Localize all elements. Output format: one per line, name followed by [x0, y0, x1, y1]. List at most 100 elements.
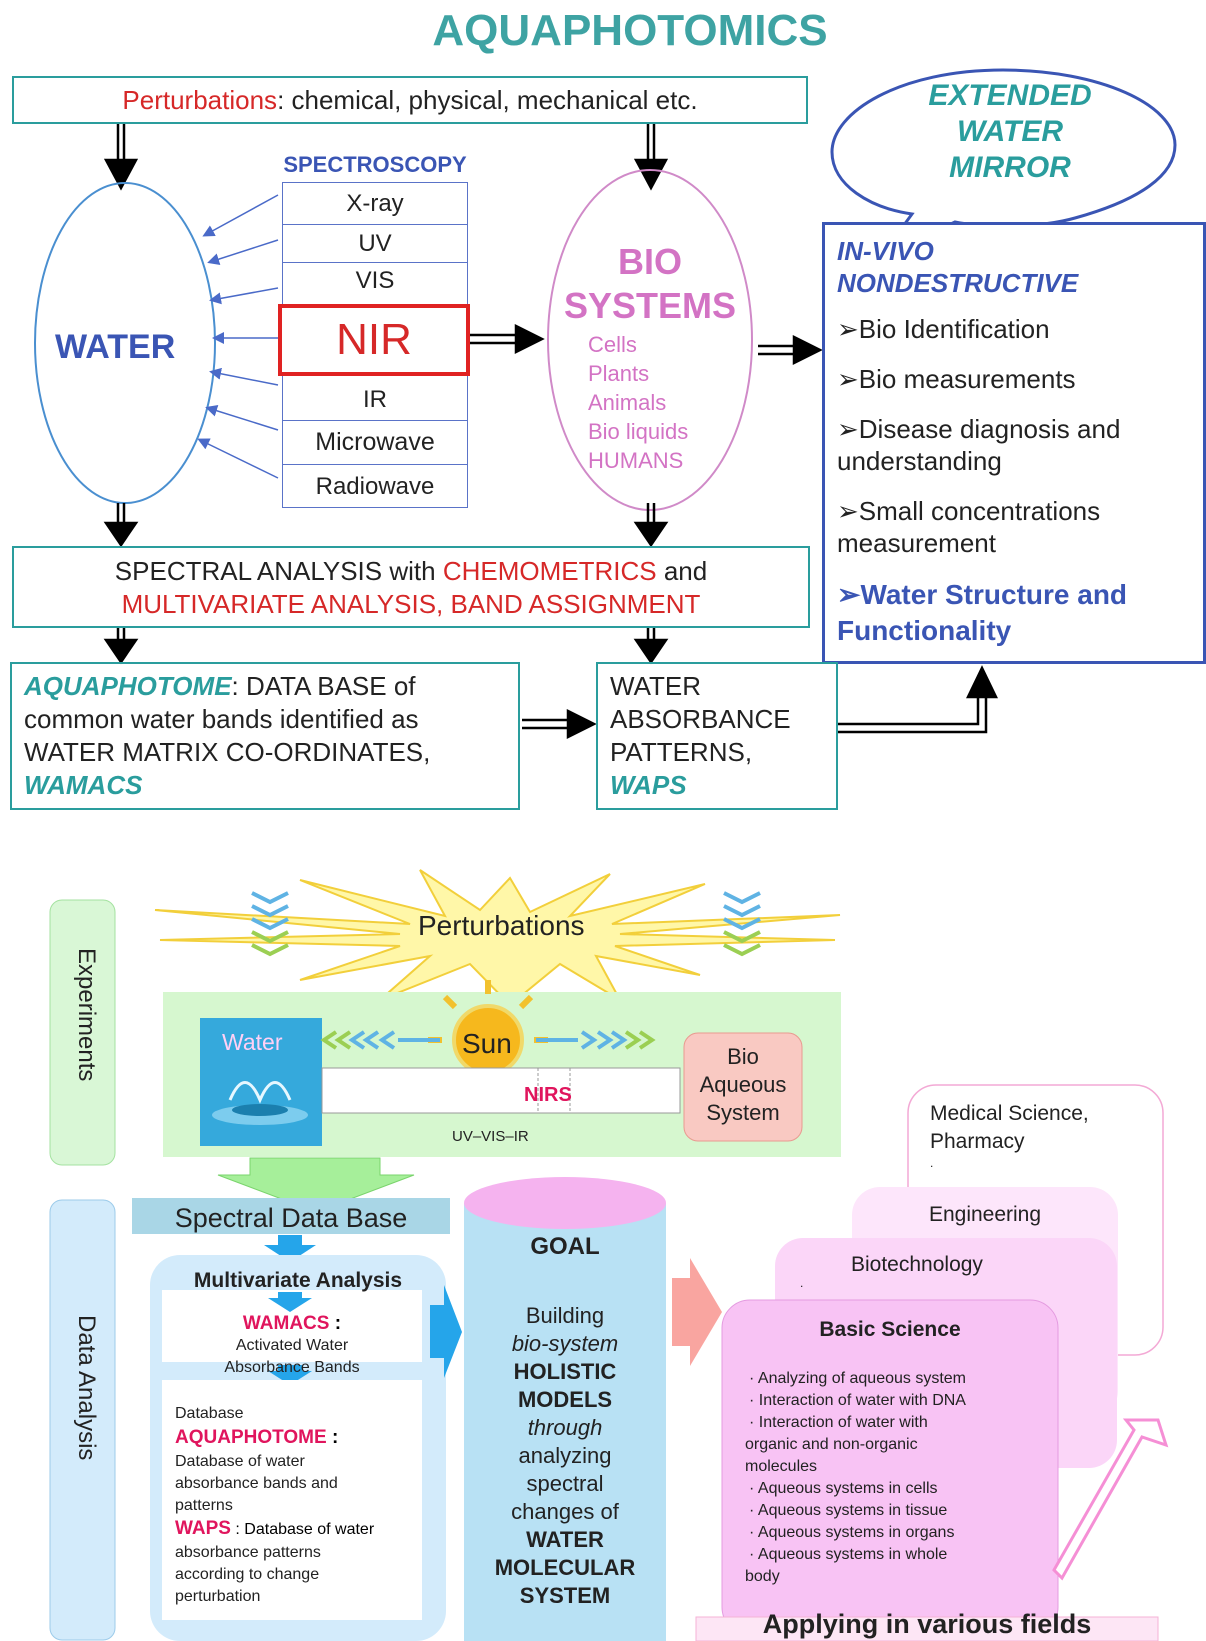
aquaphotome-heading: AQUAPHOTOME :: [175, 1425, 420, 1451]
experiments-down-arrow: [217, 1157, 415, 1213]
basic-item: · Aqueous systems in organs: [749, 1524, 955, 1541]
waps-lower-name: WAPS: [175, 1518, 231, 1539]
wamacs-desc-1: Activated Water: [235, 1337, 349, 1354]
experiments-tab: [49, 899, 116, 1166]
upper-connectors: [34, 68, 1177, 740]
goal-line: through: [527, 1415, 603, 1440]
basic-item: molecules: [745, 1458, 818, 1475]
arrow-nir-to-bio: [468, 323, 545, 355]
lower-graphics: [49, 869, 1169, 1641]
bio-items: Cells Plants Animals Bio liquids HUMANS: [588, 330, 688, 475]
spectral-db-bar: [132, 1198, 450, 1234]
basic-item: · Interaction of water with DNA: [749, 1392, 966, 1409]
waps-heading: WAPS : Database of water: [175, 1517, 420, 1542]
arrow-water-down: [103, 503, 139, 548]
spectroscopy-table: X-ray UV VIS IR Microwave Radiowave: [282, 182, 468, 508]
spectral-db-label: Spectral Data Base: [174, 1203, 408, 1233]
spectro-xray: X-ray: [283, 183, 467, 225]
spectroscopy-title: SPECTROSCOPY: [283, 152, 467, 177]
applying-label: Applying in various fields: [762, 1609, 1092, 1639]
medical-line: .: [930, 1156, 934, 1170]
bio-item: Cells: [588, 332, 637, 357]
arrow-bio-to-invivo: [758, 334, 823, 366]
spectral-analysis-line-2: MULTIVARIATE ANALYSIS, BAND ASSIGNMENT: [121, 589, 701, 619]
wamacs-colon: :: [329, 1313, 342, 1334]
arrow-down-right: [633, 124, 669, 191]
basic-item: body: [745, 1568, 780, 1585]
invivo-item-emph-2: Functionality: [837, 615, 1012, 646]
database-block: Database AQUAPHOTOME : Database of water…: [175, 1403, 420, 1608]
basic-item: · Aqueous systems in tissue: [749, 1502, 948, 1519]
waps-line-3: PATTERNS,: [610, 737, 753, 767]
wamacs-heading: WAMACS :: [162, 1313, 422, 1335]
bio-ellipse: [547, 169, 753, 511]
goal-line: MODELS: [517, 1387, 613, 1412]
goal-label: GOAL: [530, 1233, 600, 1260]
aquaphotome-rest: : DATA BASE of: [231, 671, 416, 701]
waps-name: WAPS: [610, 770, 687, 800]
invivo-heading-1: IN-VIVO: [837, 236, 934, 266]
spectral-analysis-line-1: SPECTRAL ANALYSIS with CHEMOMETRICS and: [14, 555, 808, 588]
bio-item: Animals: [588, 390, 667, 415]
wamacs-block: WAMACS : Activated Water Absorbance Band…: [162, 1313, 422, 1379]
sa-and: and: [656, 556, 708, 586]
sa-text: SPECTRAL ANALYSIS with: [114, 556, 443, 586]
arrow-sa-right-down: [633, 628, 669, 665]
waps-line-2: ABSORBANCE: [610, 704, 791, 734]
invivo-item: ➢Bio measurements: [837, 364, 1076, 394]
aquaphotome-wamacs: WAMACS: [24, 770, 143, 800]
database-label: Database: [175, 1405, 244, 1422]
goal-line: SYSTEM: [519, 1583, 611, 1608]
basic-item: · Aqueous systems in cells: [749, 1480, 938, 1497]
experiments-label: Experiments: [73, 948, 100, 1082]
bio-aqueous-box: [683, 1032, 803, 1142]
mva-title: Multivariate Analysis: [193, 1269, 403, 1292]
db-down-arrow: [264, 1235, 316, 1262]
perturbations-rest: : chemical, physical, mechanical etc.: [277, 84, 698, 115]
bio-aqueous-line: Aqueous: [699, 1072, 787, 1097]
sa-chemometrics: CHEMOMETRICS: [442, 556, 657, 586]
aquaphotome-line-3: WATER MATRIX CO-ORDINATES,: [24, 737, 431, 767]
goal-line: HOLISTIC: [513, 1359, 617, 1384]
arrow-sa-left-down: [103, 628, 139, 665]
waps-desc: absorbance patterns: [175, 1544, 321, 1561]
bubble-line-2: WATER: [956, 115, 1064, 148]
invivo-item: ➢Bio Identification: [837, 314, 1050, 344]
goal-cylinder: [464, 1203, 666, 1641]
invivo-item: measurement: [837, 528, 996, 558]
aquaphotome-name: AQUAPHOTOME: [24, 671, 232, 701]
bio-item: Plants: [588, 361, 650, 386]
bio-title: BIO SYSTEMS: [550, 240, 750, 328]
goal-line: analyzing: [518, 1443, 612, 1468]
wamacs-name: WAMACS: [242, 1313, 330, 1334]
uvvisir-label: UV–VIS–IR: [452, 1128, 529, 1145]
aquaphotome-desc: absorbance bands and: [175, 1475, 338, 1492]
biotech-dot: .: [800, 1276, 804, 1290]
wamacs-desc-2: Absorbance Bands: [224, 1359, 360, 1376]
aquaphotome-line-1: AQUAPHOTOME: DATA BASE of: [24, 670, 518, 703]
goal-line: WATER: [526, 1527, 604, 1552]
basic-science-list: · Analyzing of aqueous system · Interact…: [745, 1368, 1045, 1588]
aquaphotome-line-2: common water bands identified as: [24, 704, 419, 734]
spectral-analysis-box: SPECTRAL ANALYSIS with CHEMOMETRICS and …: [12, 546, 810, 628]
engineering-label: Engineering: [928, 1203, 1042, 1226]
invivo-item: understanding: [837, 446, 1002, 476]
bio-item: Bio liquids: [588, 419, 689, 444]
arrow-aquaphotome-to-waps: [522, 708, 597, 740]
arrow-down-left: [103, 124, 139, 191]
basic-item: · Interaction of water with: [749, 1414, 928, 1431]
nirs-label: NIRS: [524, 1084, 572, 1106]
bubble-line-3: MIRROR: [949, 151, 1071, 184]
aquaphotome-lower-name: AQUAPHOTOME: [175, 1427, 327, 1448]
goal-line: Building: [525, 1303, 605, 1328]
perturbations-burst-label: Perturbations: [418, 910, 585, 941]
arrow-waps-to-invivo: [838, 665, 998, 734]
bio-title-2: SYSTEMS: [563, 285, 737, 326]
apply-diagonal-arrow: [1052, 1418, 1169, 1581]
medical-line: Pharmacy: [930, 1130, 1025, 1153]
bio-title-1: BIO: [617, 241, 682, 282]
medical-line: Medical Science,: [930, 1102, 1089, 1125]
spectro-nir: NIR: [278, 304, 470, 376]
aquaphotome-box: AQUAPHOTOME: DATA BASE of common water b…: [10, 662, 520, 810]
waps-desc: according to change: [175, 1566, 320, 1583]
